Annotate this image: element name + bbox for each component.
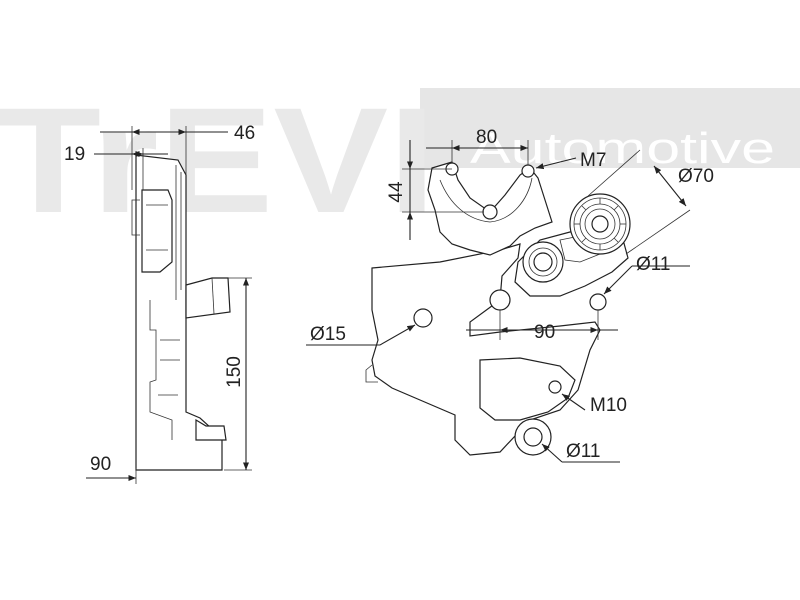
dim-bolt-spacing-top: 80 [476,127,497,148]
dim-side-offset: 19 [64,144,85,165]
hole-lower [523,427,543,447]
watermark-brand: TrEVI [0,76,436,244]
hole-left [413,308,433,328]
top-bolt-right [521,164,535,178]
dim-top-height: 44 [386,181,407,203]
dim-bolt-spacing-mid: 90 [534,322,555,343]
side-tensioner-body [141,189,173,273]
dim-hole-left: Ø15 [310,324,346,345]
dim-thread-top: M7 [580,150,606,171]
dim-hole-lower: Ø11 [566,441,601,462]
bracket-upper-arm [427,161,553,256]
tensioner-pivot [533,252,553,272]
watermark: TrEVI Automotive [0,76,800,244]
side-boss [185,277,231,319]
pulley-hub [591,215,609,233]
pulley-teeth [574,198,626,250]
lower-plate [479,357,576,421]
top-bolt-center [482,204,498,220]
side-view: 46 19 150 90 [64,123,255,484]
dim-thread-lower: M10 [590,395,627,416]
dim-side-base-width: 90 [90,454,111,475]
dim-side-height: 150 [224,356,245,388]
hole-right [589,293,607,311]
thread-hole-m10 [548,380,562,394]
dim-side-top-width: 46 [234,123,255,144]
mount-boss-left [489,289,511,311]
dim-pulley-diameter: Ø70 [678,166,714,187]
front-view: 80 44 M7 [306,127,714,463]
watermark-band [420,88,800,168]
dim-hole-right: Ø11 [636,254,671,275]
